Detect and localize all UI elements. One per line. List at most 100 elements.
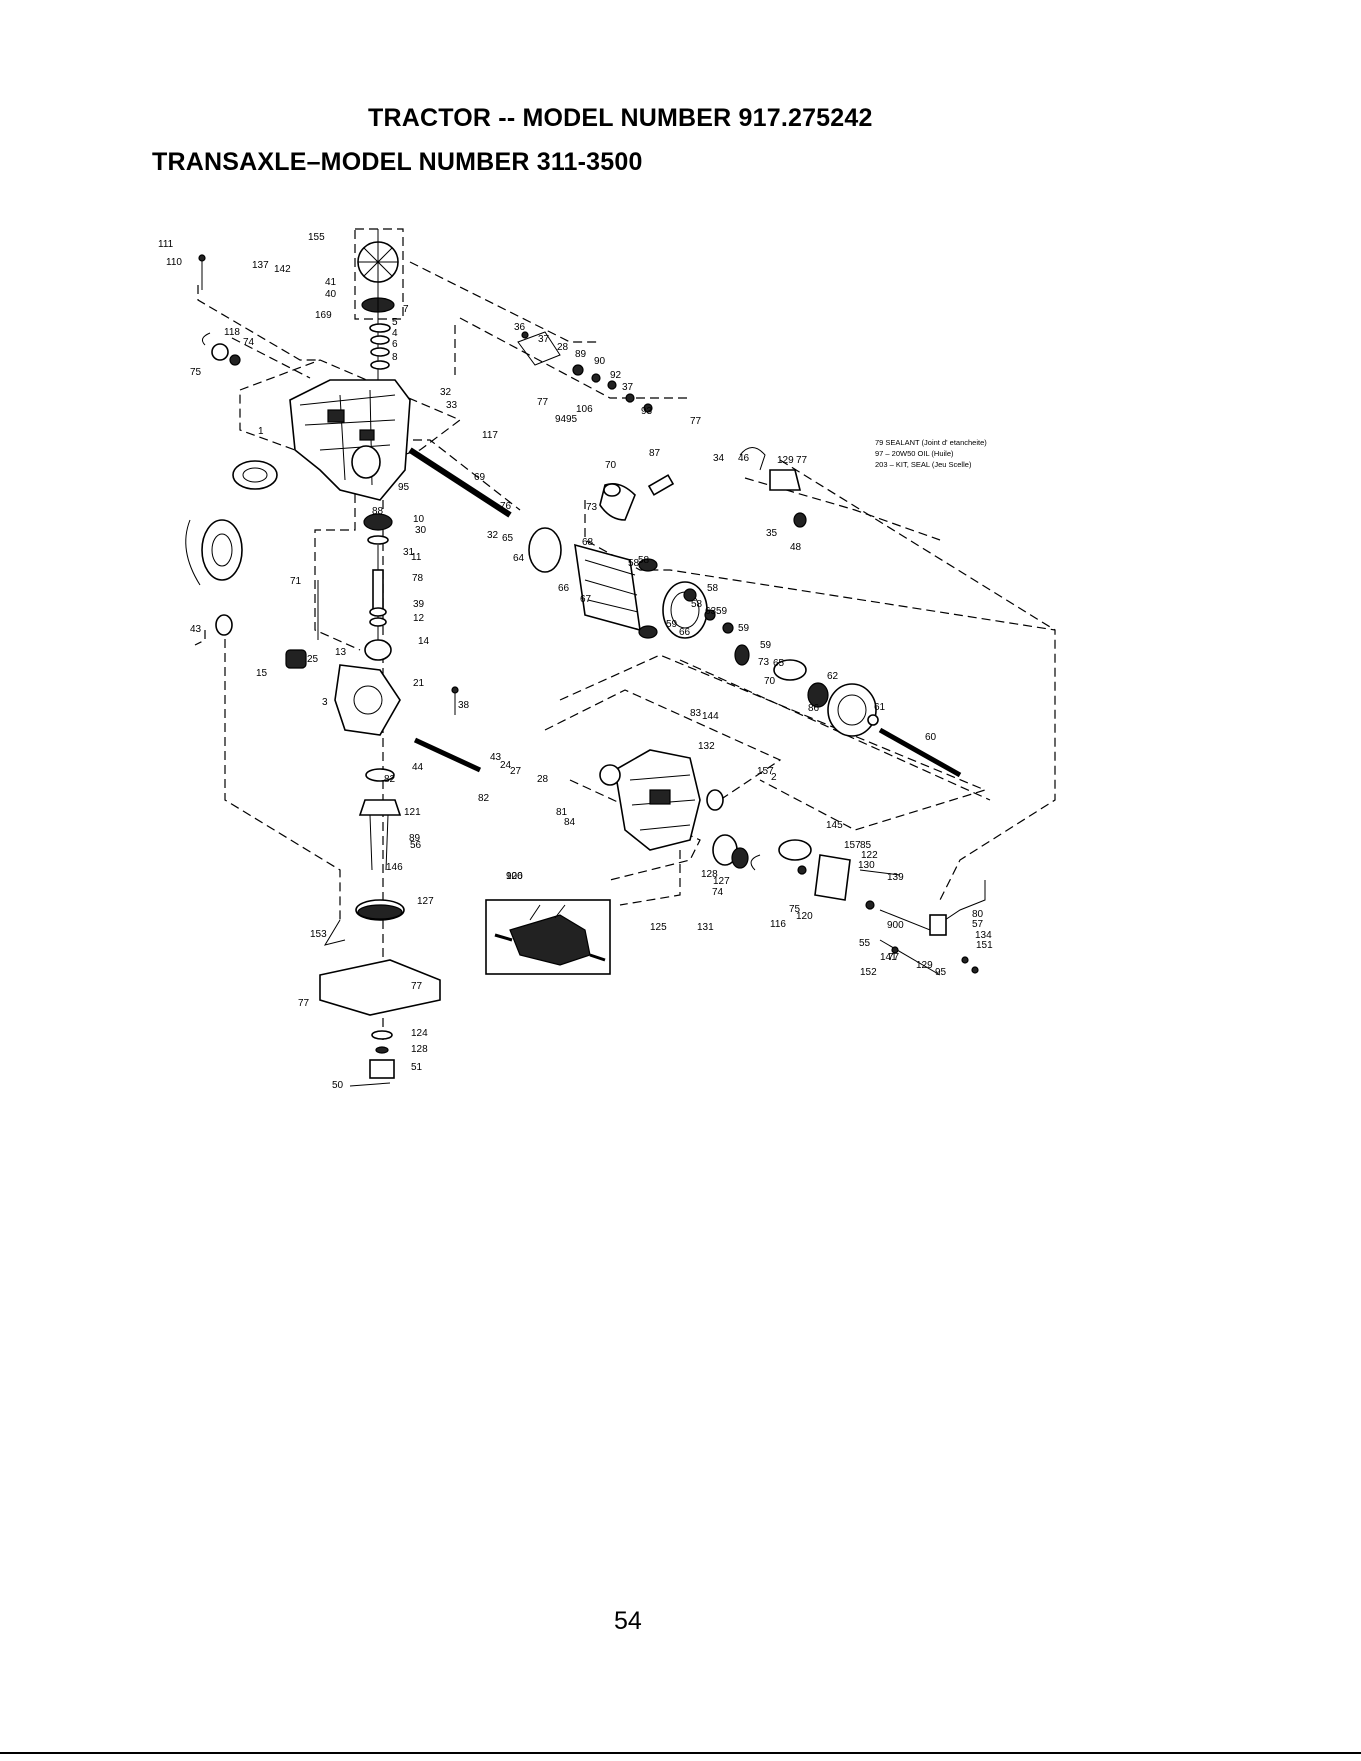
callout-label: 132	[698, 741, 715, 752]
callout-label: 70	[605, 460, 617, 471]
callout-label: 89	[575, 349, 587, 360]
page-number: 54	[614, 1607, 642, 1635]
callout-label: 141	[880, 952, 897, 963]
callout-label: 95	[398, 482, 410, 493]
callout-label: 21	[413, 678, 425, 689]
notes-block: 79 SEALANT (Joint d' etancheite) 97 – 20…	[875, 438, 987, 469]
callout-label: 10	[413, 514, 425, 525]
callout-label: 90	[594, 356, 606, 367]
callout-label: 32	[487, 530, 499, 541]
callout-label: 1	[258, 426, 264, 437]
callout-label: 67	[580, 594, 592, 605]
callout-label: 58	[707, 583, 719, 594]
callout-label: 40	[325, 289, 337, 300]
callout-label: 69	[474, 472, 486, 483]
callout-label: 74	[243, 337, 255, 348]
callout-label: 88	[372, 506, 384, 517]
callout-label: 87	[649, 448, 661, 459]
callout-label: 28	[537, 774, 549, 785]
callout-label: 44	[412, 762, 424, 773]
callout-label: 60	[925, 732, 937, 743]
callout-label: 38	[458, 700, 470, 711]
callout-label: 152	[860, 967, 877, 978]
callout-label: 68	[582, 537, 594, 548]
callout-label: 13	[335, 647, 347, 658]
lower-housing	[599, 749, 761, 871]
callout-label: 77	[690, 416, 702, 427]
callout-label: 4	[392, 328, 398, 339]
callout-label: 131	[697, 922, 714, 933]
callout-label: 33	[446, 400, 458, 411]
callout-label: 58	[638, 555, 650, 566]
callout-label: 85	[860, 840, 872, 851]
callout-label: 35	[766, 528, 778, 539]
callout-label: 2	[771, 772, 777, 783]
callout-label: 81	[556, 807, 568, 818]
callout-label: 51	[411, 1062, 423, 1073]
callout-label: 120	[796, 911, 813, 922]
callout-label: 59	[716, 606, 728, 617]
callout-label: 157	[844, 840, 861, 851]
note-sealant: 79 SEALANT (Joint d' etancheite)	[875, 438, 987, 447]
callout-label: 48	[790, 542, 802, 553]
callout-label: 53	[0, 0, 12, 3]
inset-label: 900	[506, 871, 523, 882]
callout-label: 95	[935, 967, 947, 978]
axle-shafts	[408, 447, 962, 778]
callout-label: 61	[874, 702, 886, 713]
callout-label: 77	[411, 981, 423, 992]
left-seals	[185, 254, 278, 636]
callout-label: 77	[888, 952, 900, 963]
callout-label: 31	[403, 547, 415, 558]
callout-label: 129	[916, 960, 933, 971]
callout-label: 110	[166, 257, 182, 268]
callout-label: 900	[887, 920, 904, 931]
callout-label: 118	[224, 327, 240, 338]
callout-label: 139	[887, 872, 904, 883]
callout-label: 59	[666, 619, 678, 630]
callout-label: 8	[392, 352, 398, 363]
callout-label: 36	[514, 322, 526, 333]
callout-label: 130	[858, 860, 875, 871]
callout-label: 82	[384, 774, 396, 785]
callout-label: 76	[500, 501, 512, 512]
callout-label: 32	[440, 387, 452, 398]
callout-label: 117	[482, 430, 498, 441]
upper-housing	[289, 379, 411, 501]
callout-label: 59	[738, 623, 750, 634]
callout-label: 63	[705, 606, 717, 617]
callout-label: 77	[537, 397, 549, 408]
callout-label: 25	[307, 654, 319, 665]
callout-label: 125	[650, 922, 667, 933]
center-shaft-stack	[285, 513, 459, 1087]
callout-label: 95	[566, 414, 578, 425]
callout-label: 46	[738, 453, 750, 464]
callout-label: 54	[0, 0, 12, 3]
callout-label: 12	[413, 613, 425, 624]
callout-label: 121	[404, 807, 421, 818]
note-seal-kit: 203 – KIT, SEAL (Jeu Scelle)	[875, 460, 972, 469]
callout-label: 11	[411, 552, 422, 563]
callout-label: 58	[691, 599, 703, 610]
callout-label: 116	[770, 919, 786, 930]
callout-label: 71	[290, 576, 302, 587]
callout-label: 56	[410, 840, 422, 851]
callout-label: 86	[808, 703, 820, 714]
callout-label: 124	[411, 1028, 428, 1039]
assembled-view-inset: 900	[485, 871, 611, 975]
callout-label: 93	[641, 406, 653, 417]
callout-label: 145	[826, 820, 843, 831]
callout-label: 5	[392, 317, 398, 328]
callout-label: 126	[506, 871, 523, 882]
dashed-guide-lines	[194, 261, 1056, 1040]
callout-label: 128	[411, 1044, 428, 1055]
callout-label: 83	[690, 708, 702, 719]
callout-label: 34	[713, 453, 725, 464]
callout-label: 89	[409, 833, 421, 844]
callout-label: 146	[386, 862, 403, 873]
callout-label: 129	[777, 455, 794, 466]
callout-label: 55	[859, 938, 871, 949]
callout-label: 37	[622, 382, 634, 393]
callout-label: 50	[332, 1080, 344, 1091]
